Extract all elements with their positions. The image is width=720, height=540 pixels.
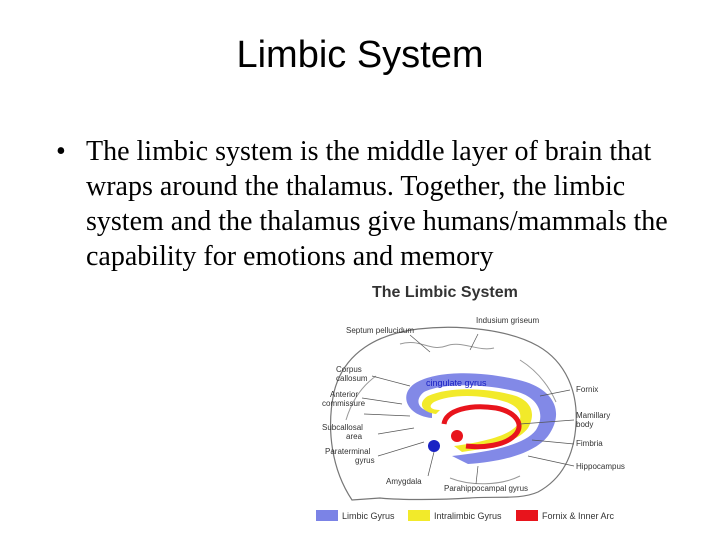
brain-fold — [399, 342, 495, 350]
diagram-title: The Limbic System — [372, 284, 518, 301]
label-parahippocampal-gyrus: Parahippocampal gyrus — [444, 484, 528, 493]
fornix-arc — [441, 404, 522, 450]
legend-swatch-fornix — [516, 510, 538, 521]
brain-outline — [329, 326, 577, 501]
label-anterior-commissure-1: Anterior — [330, 390, 358, 399]
leader-lines — [361, 333, 575, 485]
bullet-text: The limbic system is the middle layer of… — [86, 136, 668, 272]
legend-label-limbic: Limbic Gyrus — [342, 511, 395, 521]
slide-title: Limbic System — [236, 34, 484, 76]
limbic-gyrus — [406, 373, 557, 464]
label-subcallosal-1: Subcallosal — [322, 423, 363, 432]
brain-fold — [449, 475, 521, 485]
legend-swatch-intralimbic — [408, 510, 430, 521]
label-fornix: Fornix — [576, 385, 598, 394]
label-mamillary-body-2: body — [576, 420, 593, 429]
label-corpus-callosum-2: callosum — [336, 374, 368, 383]
label-fimbria: Fimbria — [576, 439, 603, 448]
mamillary-body-shape — [451, 430, 463, 442]
label-indusium-griseum: Indusium griseum — [476, 316, 539, 325]
label-subcallosal-2: area — [346, 432, 363, 441]
label-paraterminal-1: Paraterminal — [325, 447, 371, 456]
brain-fold — [345, 375, 377, 421]
label-septum-pellucidum: Septum pellucidum — [346, 326, 414, 335]
legend-label-intralimbic: Intralimbic Gyrus — [434, 511, 502, 521]
bullet-marker: • — [56, 136, 66, 167]
legend-label-fornix: Fornix & Inner Arc — [542, 511, 615, 521]
amygdala-shape — [428, 440, 440, 452]
label-hippocampus: Hippocampus — [576, 462, 625, 471]
label-paraterminal-2: gyrus — [355, 456, 375, 465]
cingulate-gyrus-label: cingulate gyrus — [426, 378, 487, 388]
label-mamillary-body-1: Mamillary — [576, 411, 610, 420]
brain-fold — [519, 359, 557, 403]
label-anterior-commissure-2: commissure — [322, 399, 366, 408]
label-amygdala: Amygdala — [386, 477, 422, 486]
intralimbic-gyrus — [421, 389, 532, 452]
legend-swatch-limbic — [316, 510, 338, 521]
diagram-legend: Limbic Gyrus Intralimbic Gyrus Fornix & … — [316, 510, 615, 521]
label-corpus-callosum-1: Corpus — [336, 365, 362, 374]
